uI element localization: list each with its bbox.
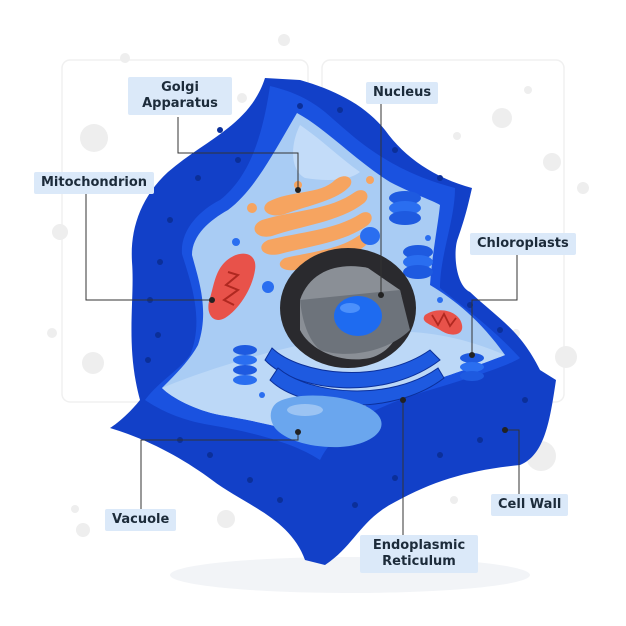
label-golgi-apparatus: Golgi Apparatus — [128, 77, 232, 115]
label-vacuole: Vacuole — [105, 509, 177, 531]
chloroplast-middle — [403, 245, 433, 279]
mitochondrion-left — [208, 253, 256, 320]
label-mitochondrion: Mitochondrion — [34, 172, 155, 194]
background-decoration — [47, 34, 589, 593]
chloroplast-right — [460, 353, 484, 381]
golgi-apparatus — [247, 176, 374, 271]
label-cell-wall: Cell Wall — [491, 494, 569, 516]
nucleus — [280, 248, 416, 368]
label-endoplasmic-reticulum: Endoplasmic Reticulum — [360, 535, 478, 573]
mitochondrion-right — [423, 310, 463, 335]
leader-dots — [209, 187, 508, 435]
leader-lines — [85, 103, 520, 536]
cytoplasm-highlight — [293, 125, 360, 180]
chloroplast-left — [233, 345, 257, 385]
chloroplast-top — [389, 191, 421, 225]
label-nucleus: Nucleus — [366, 82, 439, 104]
label-chloroplasts: Chloroplasts — [470, 233, 576, 255]
